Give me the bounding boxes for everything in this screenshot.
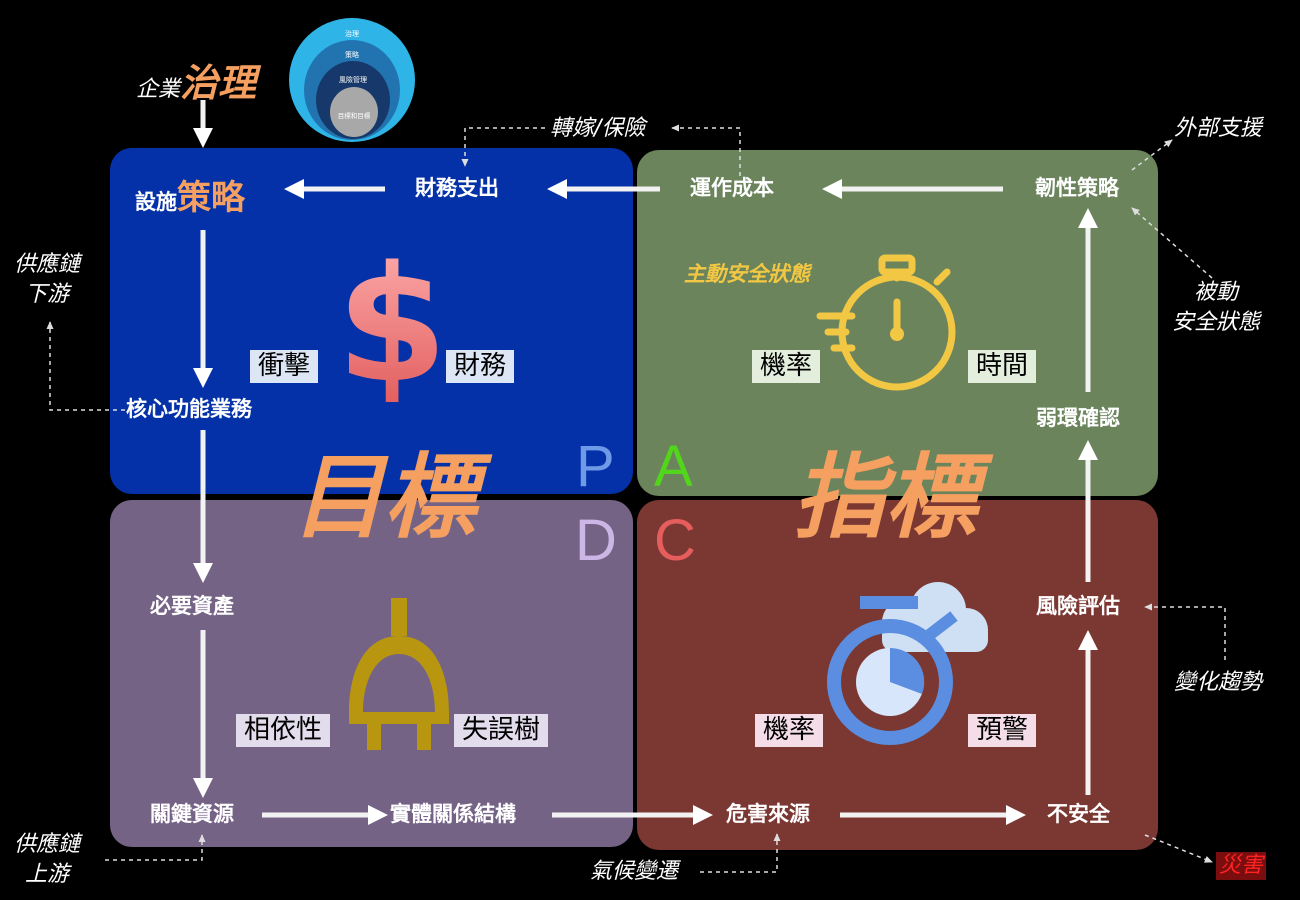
plug-icon — [349, 598, 449, 750]
finance-spend-node: 財務支出 — [415, 176, 499, 200]
dashed-insurance-to-finance — [461, 127, 545, 167]
dashed-resilience-to-support — [1131, 139, 1173, 171]
finance-label: 財務 — [446, 350, 515, 384]
risk-assessment-node: 風險評估 — [1036, 594, 1120, 618]
dashed-core-to-downstream — [46, 321, 125, 411]
onion-layer-3: 風險管理 — [339, 75, 367, 84]
key-resources-node: 關鍵資源 — [150, 802, 234, 826]
active-state-text: 主動安全狀態 — [684, 262, 810, 286]
climate-change-label: 氣候變遷 — [590, 859, 679, 884]
upstream-label: 供應鏈 上游 — [14, 830, 80, 889]
hazard-source-node: 危害來源 — [726, 802, 810, 826]
governance-word: 治理 — [180, 61, 257, 105]
plan-quadrant — [110, 148, 633, 494]
dollar-icon: $ — [338, 246, 446, 402]
act-letter: A — [654, 434, 693, 499]
onion-layer-1: 治理 — [345, 29, 359, 38]
dependency-label: 相依性 — [236, 714, 331, 748]
impact-label: 衝擊 — [250, 350, 319, 384]
required-assets-node: 必要資產 — [150, 594, 234, 618]
check-letter: C — [654, 508, 696, 573]
time-label: 時間 — [968, 350, 1037, 384]
fault-tree-label: 失誤樹 — [454, 714, 549, 748]
governance-onion-diagram: 治理 策略 風險管理 目標和目標 — [289, 18, 415, 142]
do-letter: D — [575, 508, 617, 573]
weak-loop-node: 弱環確認 — [1036, 406, 1120, 430]
goal-heading: 目標 — [292, 444, 477, 551]
stopwatch-icon — [816, 254, 956, 391]
resilience-strategy-node: 韌性策略 — [1035, 176, 1119, 200]
governance-heading: 企業治理 — [136, 52, 256, 107]
onion-layer-2: 策略 — [345, 50, 359, 59]
dashed-climate-to-hazard — [700, 833, 781, 873]
check-probability-label: 機率 — [755, 714, 824, 748]
plan-letter: P — [576, 434, 615, 499]
warning-label: 預警 — [968, 714, 1037, 748]
act-probability-label: 機率 — [752, 350, 821, 384]
operating-cost-node: 運作成本 — [690, 176, 774, 200]
weather-warning-icon — [827, 582, 988, 745]
passive-state-label: 被動 安全狀態 — [1172, 278, 1260, 337]
upstream-line2: 上游 — [25, 861, 70, 887]
indicator-heading: 指標 — [793, 444, 978, 551]
dashed-trend-to-risk — [1144, 603, 1226, 660]
facility-prefix: 設施 — [135, 190, 177, 214]
onion-layer-4: 目標和目標 — [338, 111, 371, 120]
strategy-word: 策略 — [177, 178, 245, 218]
unsafe-node: 不安全 — [1047, 802, 1110, 826]
passive-line2: 安全狀態 — [1172, 309, 1261, 335]
dashed-unsafe-to-disaster — [1144, 834, 1213, 863]
enterprise-prefix: 企業 — [136, 77, 181, 102]
dashed-passive-to-resilience — [1131, 207, 1213, 279]
core-business-node: 核心功能業務 — [126, 397, 252, 421]
disaster-label: 災害 — [1216, 852, 1267, 880]
upstream-line1: 供應鏈 — [14, 832, 81, 857]
transfer-insurance-label: 轉嫁/保險 — [550, 116, 646, 141]
downstream-line1: 供應鏈 — [14, 252, 81, 277]
passive-line1: 被動 — [1194, 280, 1239, 305]
physical-structure-node: 實體關係結構 — [390, 802, 516, 826]
downstream-label: 供應鏈 下游 — [14, 250, 80, 309]
svg-text:$: $ — [338, 246, 446, 402]
dashed-opcost-to-insurance — [671, 124, 741, 176]
facility-strategy-node: 設施策略 — [135, 170, 245, 219]
dashed-upstream-to-key — [105, 834, 206, 861]
downstream-line2: 下游 — [25, 281, 70, 307]
external-support-label: 外部支援 — [1174, 116, 1263, 141]
change-trend-label: 變化趨勢 — [1174, 670, 1263, 695]
